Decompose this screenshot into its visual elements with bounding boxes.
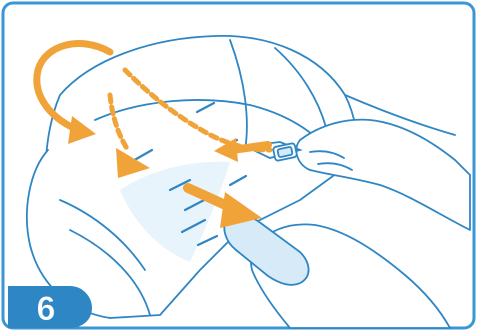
- step-badge: 6: [8, 286, 92, 328]
- step-number: 6: [37, 290, 56, 328]
